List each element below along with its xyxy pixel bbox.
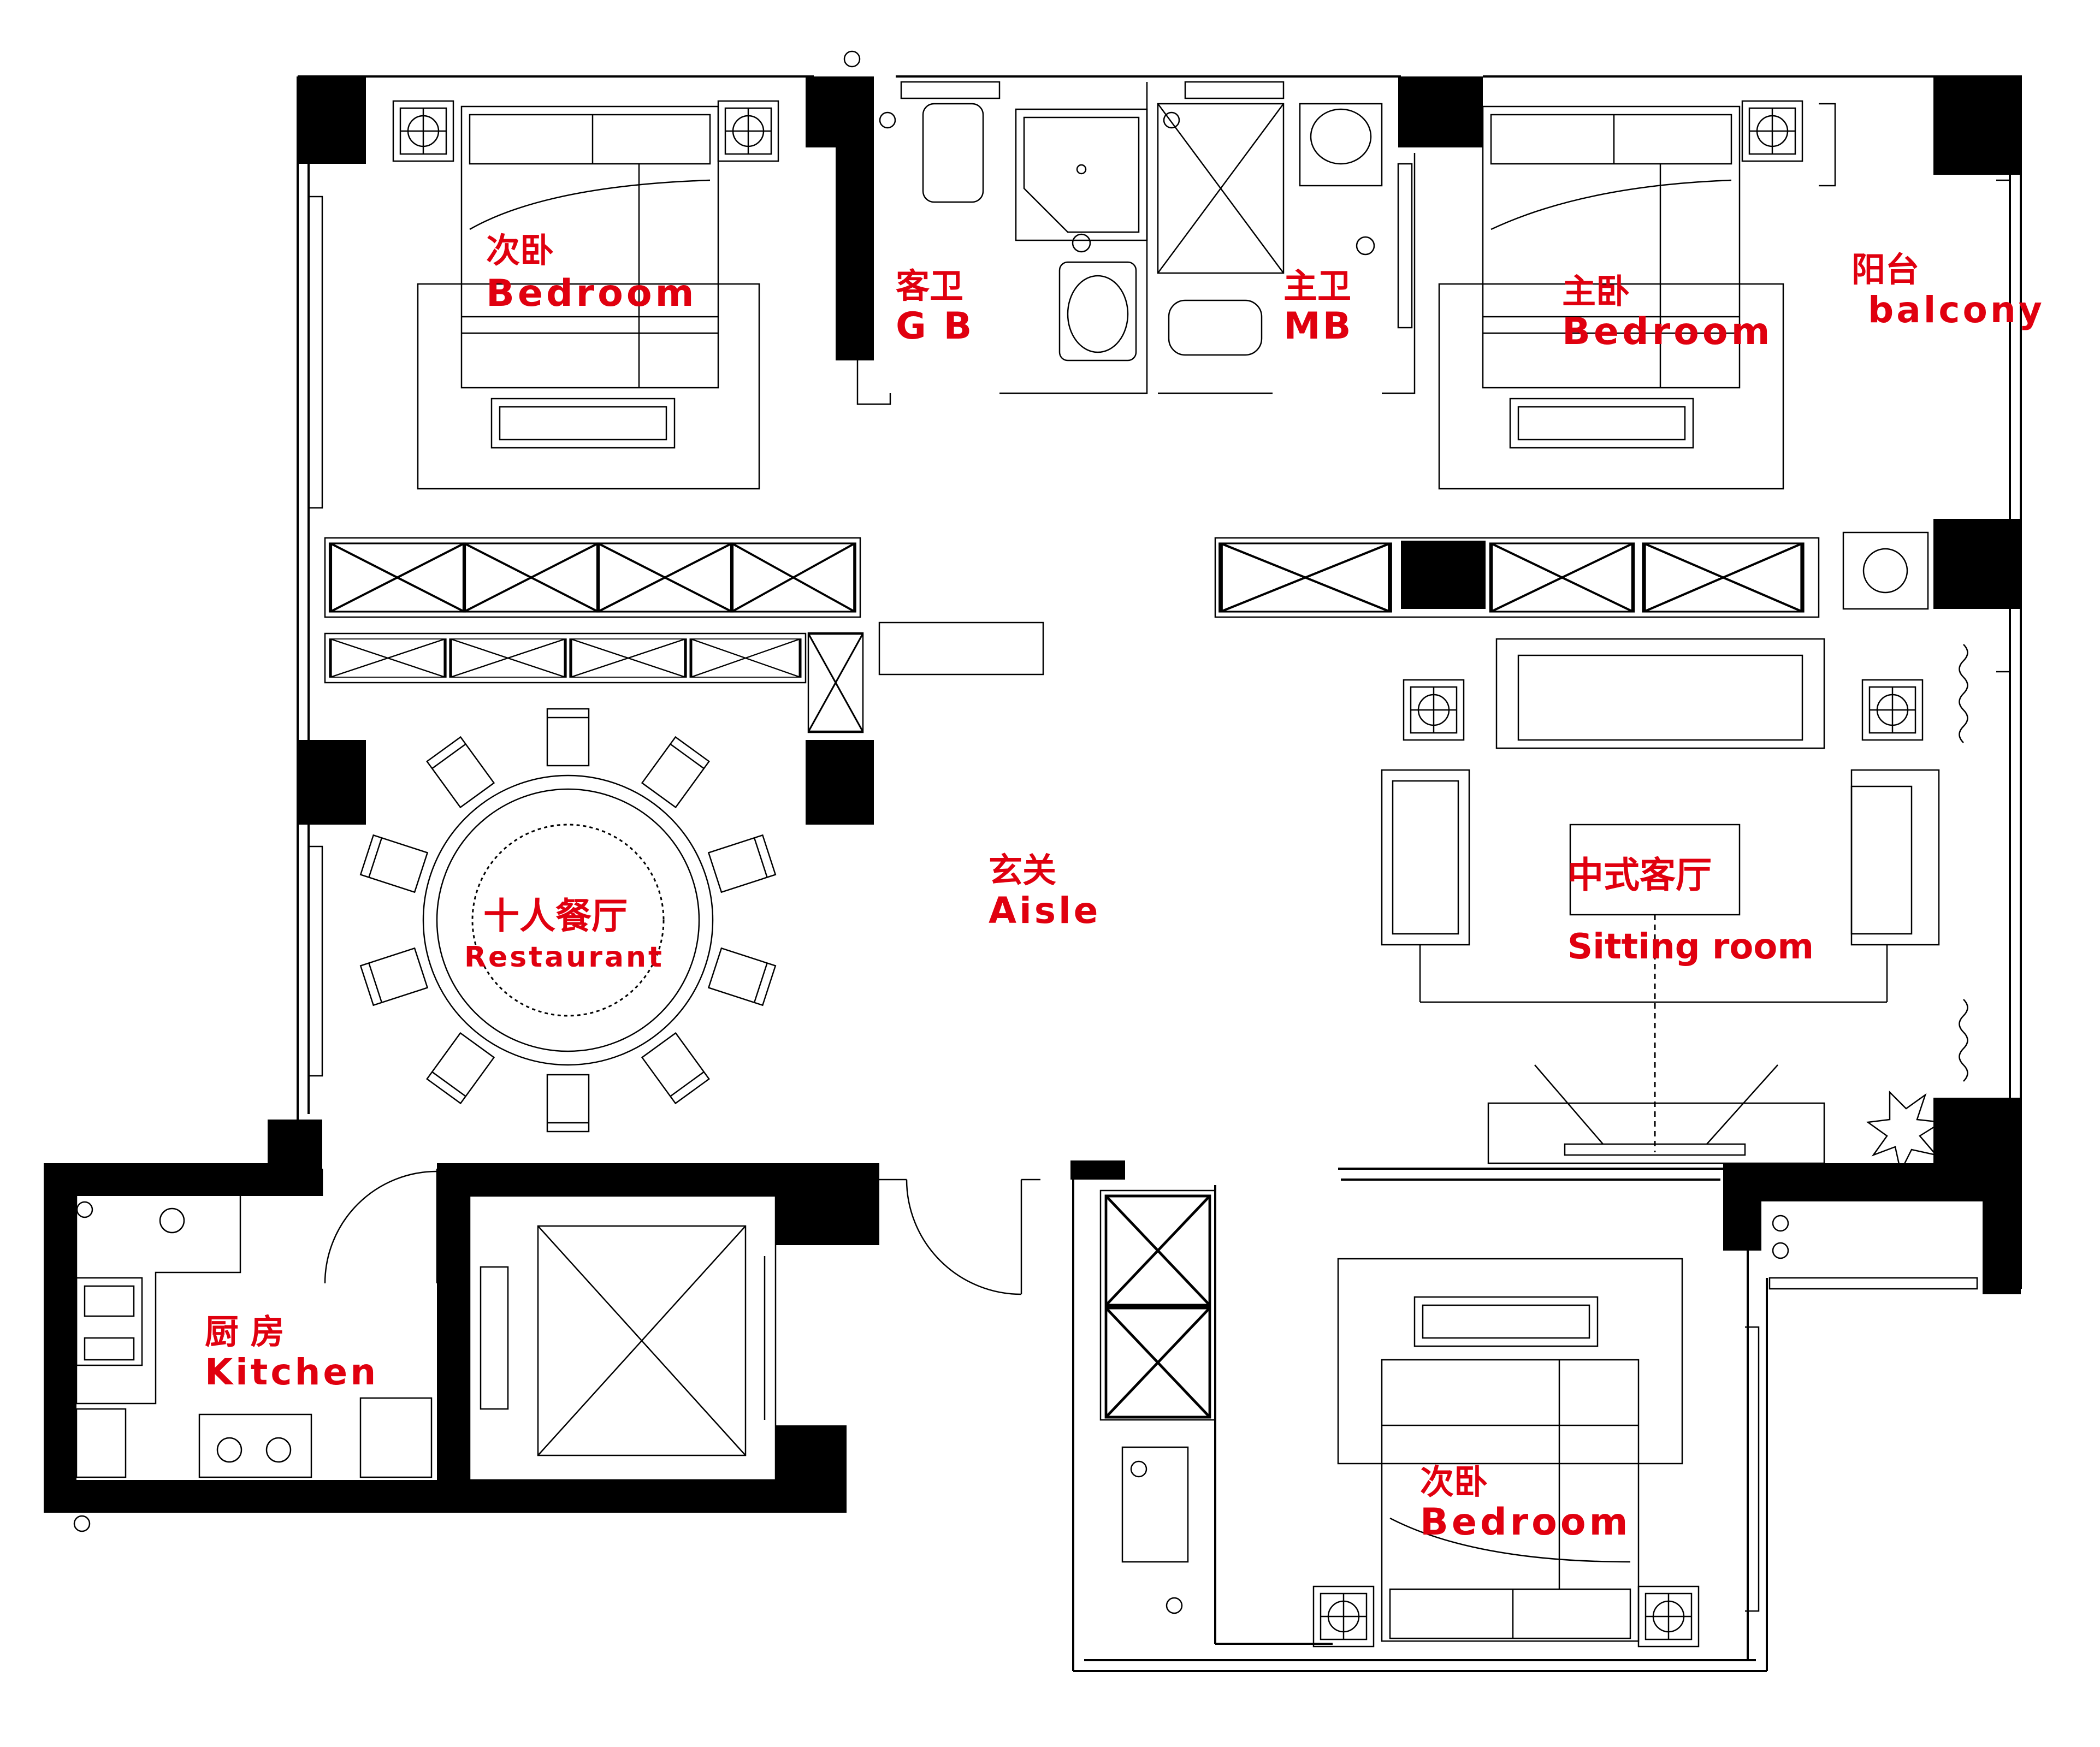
master-bedroom-label-zh: 主卧 (1562, 271, 1630, 311)
master-bath-label-zh: 主卫 (1283, 266, 1351, 306)
sitting-room-label-en: Sitting room (1567, 927, 1814, 967)
sitting-room-label-zh: 中式客厅 (1567, 854, 1712, 896)
room-labels: 次卧 Bedroom 客卫 G B 主卫 MB 主卧 Bedroom 阳台 ba… (205, 230, 2045, 1544)
elevator (469, 1195, 777, 1481)
entrance-door (879, 1179, 1040, 1295)
wardrobes (324, 531, 1929, 1563)
master-bath-label-en: MB (1283, 305, 1353, 348)
master-bath-fixtures (1157, 103, 1416, 394)
aisle-label-zh: 玄关 (989, 850, 1056, 890)
outer-walls (297, 75, 2022, 1672)
bedroom-nw-label-zh: 次卧 (486, 230, 554, 270)
balcony-label-en: balcony (1868, 289, 2045, 331)
windows (46, 81, 2011, 1612)
bedroom-nw-label-en: Bedroom (486, 272, 697, 315)
kitchen-label-zh: 厨 房 (205, 1312, 285, 1352)
master-bedroom-furniture (1438, 100, 1836, 490)
bedroom-se-furniture (1312, 1258, 1700, 1648)
kitchen-label-en: Kitchen (205, 1351, 378, 1393)
bedroom-nw-furniture (392, 100, 779, 490)
master-bedroom-label-en: Bedroom (1562, 310, 1773, 353)
dining-table (359, 708, 777, 1133)
kitchen-fixtures (75, 1169, 438, 1478)
balcony-label-zh: 阳台 (1851, 250, 1919, 289)
restaurant-label-en: Restaurant (464, 941, 664, 974)
guest-bath-label-zh: 客卫 (896, 266, 963, 306)
guest-bath-fixtures (856, 82, 1148, 405)
structural-walls (44, 76, 2021, 1513)
restaurant-label-zh: 十人餐厅 (483, 895, 628, 937)
guest-bath-label-en: G B (896, 305, 974, 348)
bedroom-se-label-zh: 次卧 (1420, 1462, 1488, 1502)
aisle-label-en: Aisle (989, 890, 1101, 932)
bedroom-se-label-en: Bedroom (1420, 1501, 1631, 1544)
sitting-room-furniture (1381, 638, 1968, 1174)
markers (73, 50, 1789, 1614)
